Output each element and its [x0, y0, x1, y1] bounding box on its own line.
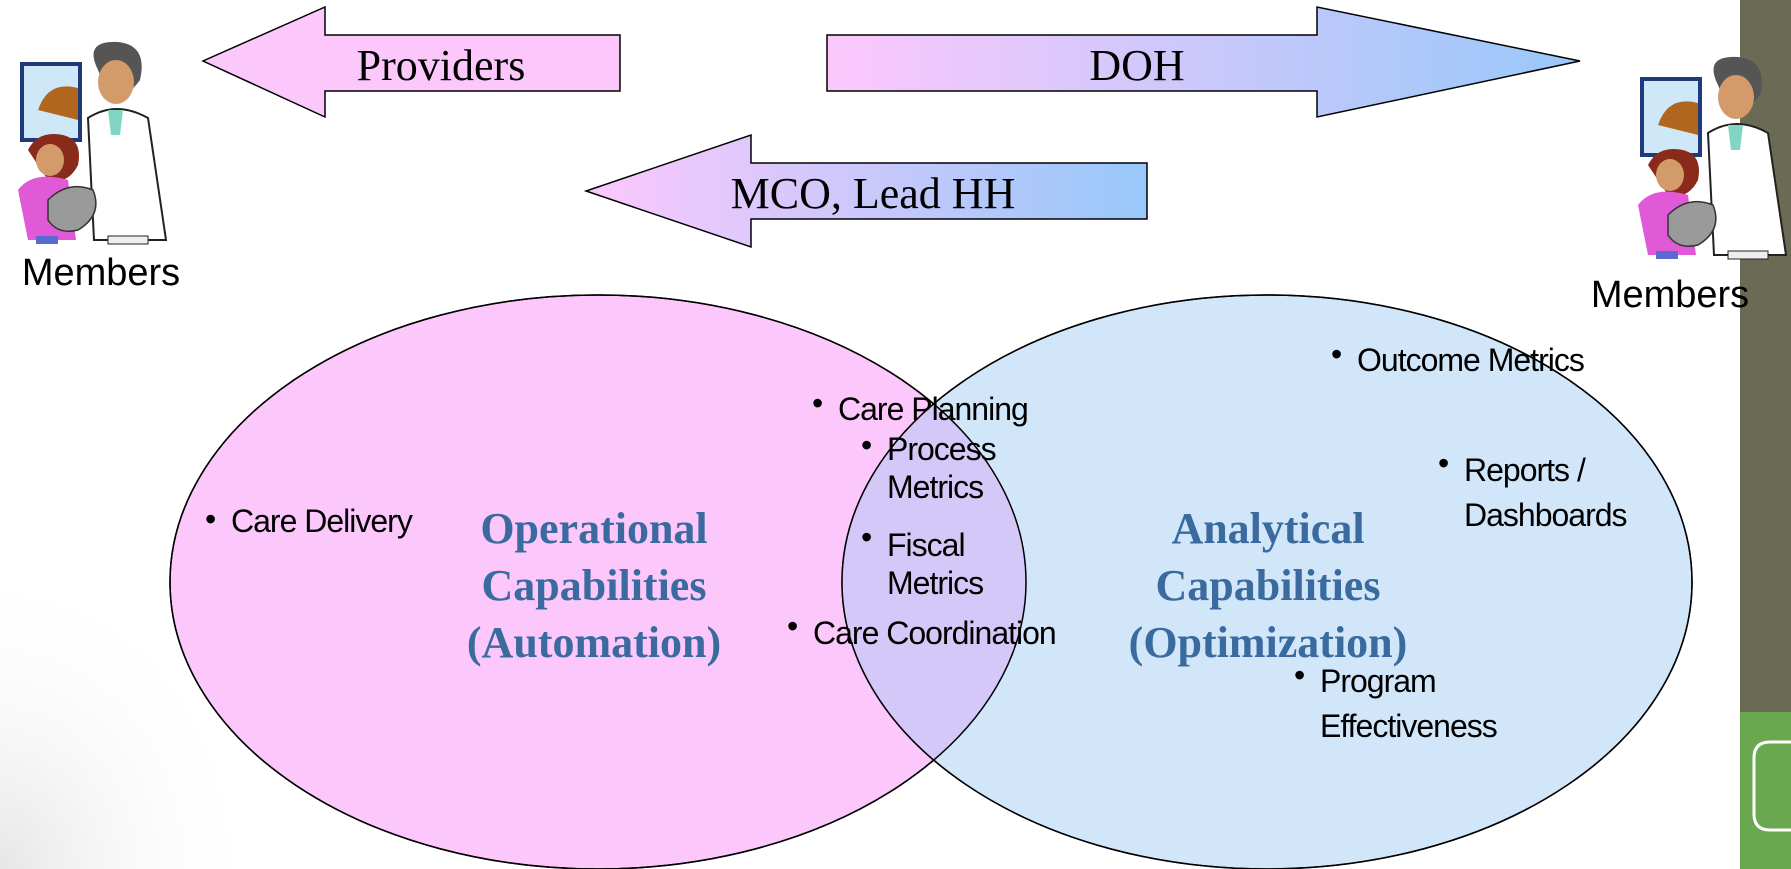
operational-label: Operational Capabilities (Automation): [467, 504, 721, 667]
analytical-line1: Analytical: [1171, 504, 1364, 553]
bullet-program-line2: Effectiveness: [1320, 708, 1497, 744]
bullet-dot: •: [787, 608, 797, 644]
bullet-dot: •: [812, 385, 822, 421]
mco-arrow: MCO, Lead HH: [583, 133, 1148, 249]
doh-label: DOH: [1089, 41, 1184, 90]
bullet-dot: •: [205, 501, 215, 537]
bullet-fiscal-metrics-line1: Fiscal: [887, 527, 965, 563]
bullet-dot: •: [1294, 657, 1304, 693]
people-clipart-icon: [1638, 56, 1788, 260]
providers-arrow: Providers: [201, 5, 621, 119]
bullet-reports-line1: Reports /: [1464, 452, 1586, 488]
bullet-fiscal-metrics-line2: Metrics: [887, 565, 983, 601]
bullet-process-metrics-line2: Metrics: [887, 469, 983, 505]
bullet-process-metrics-line1: Process: [887, 431, 996, 467]
bullet-outcome-metrics: Outcome Metrics: [1357, 342, 1584, 378]
bullet-dot: •: [1331, 336, 1341, 372]
bullet-program-line1: Program: [1320, 663, 1436, 699]
providers-label: Providers: [357, 41, 526, 90]
bullet-care-delivery: Care Delivery: [231, 503, 413, 539]
bullet-reports-line2: Dashboards: [1464, 497, 1627, 533]
operational-line2: Capabilities: [482, 561, 707, 610]
bullet-dot: •: [861, 519, 871, 555]
doh-arrow: DOH: [826, 6, 1581, 118]
mco-label: MCO, Lead HH: [731, 169, 1016, 218]
bullet-dot: •: [861, 427, 871, 463]
members-right-label: Members: [1591, 274, 1749, 316]
bullet-list: • Care Delivery • Care Planning • Proces…: [205, 336, 1628, 744]
analytical-line3: (Optimization): [1129, 618, 1408, 667]
operational-line3: (Automation): [467, 618, 721, 667]
people-clipart-icon: [18, 41, 168, 245]
bullet-care-coordination: Care Coordination: [813, 615, 1056, 651]
bullet-care-planning: Care Planning: [838, 391, 1028, 427]
bullet-dot: •: [1438, 445, 1448, 481]
venn-diagram: [169, 294, 1693, 869]
operational-line1: Operational: [480, 504, 707, 553]
analytical-label: Analytical Capabilities (Optimization): [1129, 504, 1408, 667]
analytical-line2: Capabilities: [1156, 561, 1381, 610]
members-left-label: Members: [22, 252, 180, 294]
